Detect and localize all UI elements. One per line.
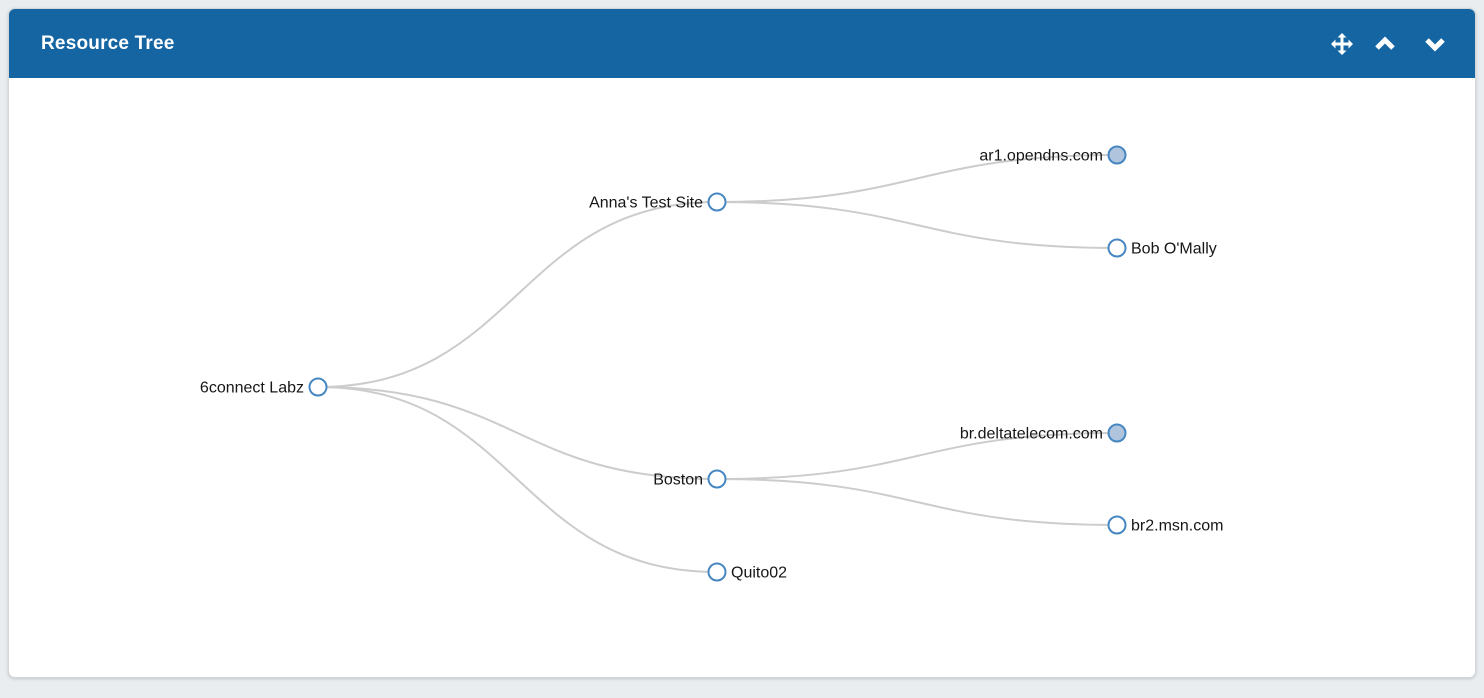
tree-node-label-br-deltatelecom-com[interactable]: br.deltatelecom.com — [960, 426, 1103, 443]
tree-link-6connect-labz--annas-test-site — [317, 201, 718, 388]
tree-link-6connect-labz--quito02 — [317, 386, 718, 573]
tree-node-label-boston[interactable]: Boston — [653, 472, 703, 489]
tree-node-label-bob-o-mally[interactable]: Bob O'Mally — [1131, 241, 1217, 258]
tree-node-circle-quito02[interactable] — [707, 562, 727, 582]
tree-link-6connect-labz--boston — [317, 386, 718, 480]
tree-node-label-6connect-labz[interactable]: 6connect Labz — [200, 380, 304, 397]
resource-tree-svg[interactable]: 6connect Labz Anna's Test Site ar1.opendns… — [9, 78, 1475, 677]
move-icon[interactable] — [1329, 31, 1355, 57]
chevron-up-icon[interactable] — [1371, 33, 1399, 55]
tree-node-label-quito02[interactable]: Quito02 — [731, 565, 787, 582]
tree-node-circle-bob-o-mally[interactable] — [1107, 238, 1127, 258]
tree-link-annas-test-site--ar1-opendns-com — [716, 154, 1118, 203]
chevron-down-icon[interactable] — [1421, 33, 1449, 55]
panel-toolbar — [1329, 31, 1449, 57]
panel-body: 6connect Labz Anna's Test Site ar1.opendns… — [9, 78, 1475, 677]
resource-tree-panel: Resource Tree 6connect Labz Anna's Test S… — [8, 8, 1476, 678]
chevron-up-glyph — [1375, 35, 1395, 50]
tree-link-annas-test-site--bob-o-mally — [716, 201, 1118, 249]
panel-title: Resource Tree — [41, 32, 175, 54]
move-icon-glyph — [1331, 32, 1353, 55]
tree-link-boston--br-deltatelecom-com — [716, 432, 1118, 480]
tree-node-label-annas-test-site[interactable]: Anna's Test Site — [589, 195, 703, 212]
tree-node-circle-6connect-labz[interactable] — [308, 377, 328, 397]
tree-node-circle-br-deltatelecom-com[interactable] — [1107, 423, 1127, 443]
tree-node-circle-boston[interactable] — [707, 469, 727, 489]
tree-node-label-ar1-opendns-com[interactable]: ar1.opendns.com — [979, 148, 1103, 165]
tree-node-circle-ar1-opendns-com[interactable] — [1107, 145, 1127, 165]
tree-node-circle-annas-test-site[interactable] — [707, 192, 727, 212]
tree-node-label-br2-msn-com[interactable]: br2.msn.com — [1131, 518, 1223, 535]
tree-link-boston--br2-msn-com — [716, 478, 1118, 526]
tree-node-circle-br2-msn-com[interactable] — [1107, 515, 1127, 535]
chevron-down-glyph — [1425, 37, 1445, 52]
panel-header: Resource Tree — [9, 9, 1475, 78]
